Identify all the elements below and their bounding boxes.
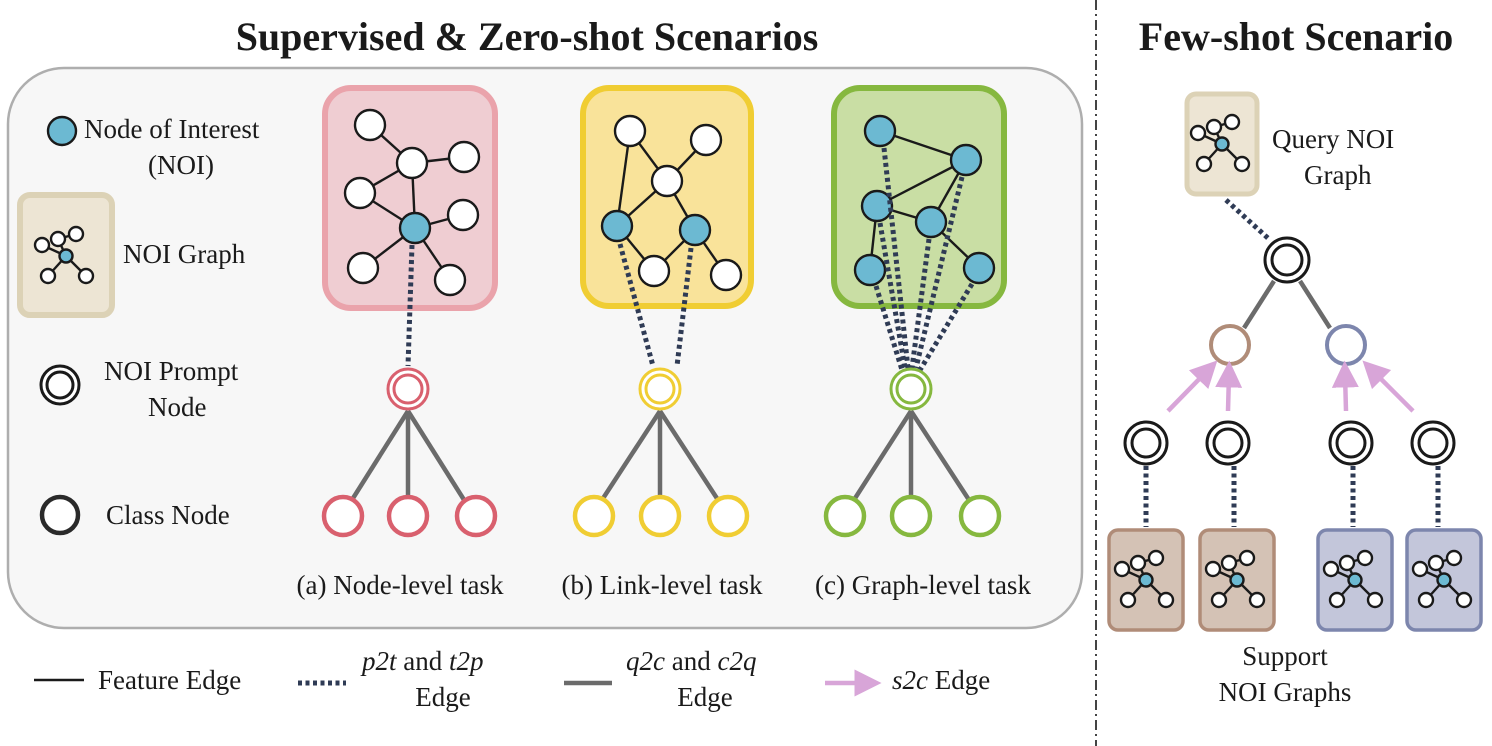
inner-legend: Node of Interest (NOI) NOI Graph NOI Pro… [17, 114, 260, 536]
support-label-line2: NOI Graphs [1219, 677, 1352, 707]
link-level-prompt-node [638, 367, 682, 411]
node-level-class-node [321, 494, 365, 538]
feature-edge-label: Feature Edge [98, 665, 241, 695]
noi-graph-label: NOI Graph [123, 239, 246, 269]
node-level-prompt-node [386, 367, 430, 411]
noi-node-icon [46, 115, 78, 147]
link-level-noi [600, 209, 634, 243]
noi-label-line1: Node of Interest [84, 114, 260, 144]
graph-level-class-node [889, 494, 933, 538]
class-node-icon [39, 494, 81, 536]
prompt-node-icon [39, 364, 81, 406]
query-label-line1: Query NOI [1272, 124, 1394, 154]
link-level-task: (b) Link-level task [562, 85, 763, 600]
query-label-line2: Graph [1304, 160, 1372, 190]
class-node-brown [1209, 324, 1251, 366]
link-level-class-node [638, 494, 682, 538]
support-label-line1: Support [1242, 641, 1328, 671]
edge-legend: Feature Edge p2t and t2p Edge q2c and c2… [34, 646, 990, 712]
node-level-task: (a) Node-level task [297, 85, 504, 600]
link-level-noi [678, 213, 712, 247]
link-level-class-node [706, 494, 750, 538]
node-level-class-node [454, 494, 498, 538]
few-shot-diagram: Query NOI Graph [1107, 91, 1483, 707]
prompt-node-label-line1: NOI Prompt [104, 356, 239, 386]
node-level-class-node [386, 494, 430, 538]
left-section-title: Supervised & Zero-shot Scenarios [236, 14, 819, 59]
right-section-title: Few-shot Scenario [1139, 14, 1453, 59]
noi-label-line2: (NOI) [148, 150, 214, 180]
graph-level-prompt-node [889, 367, 933, 411]
p2t-edge-label: p2t and t2p [360, 646, 484, 676]
graph-level-caption: (c) Graph-level task [815, 570, 1031, 600]
node-level-noi [398, 211, 432, 245]
query-prompt-node [1263, 236, 1311, 284]
graph-level-task: (c) Graph-level task [815, 85, 1031, 600]
support-prompt-node [1410, 420, 1456, 466]
p2t-edge-label-line2: Edge [415, 682, 470, 712]
q2c-edge-label-line2: Edge [677, 682, 732, 712]
support-prompt-node [1328, 420, 1374, 466]
scenario-panel [6, 66, 1084, 630]
class-node-label: Class Node [106, 500, 230, 530]
q2c-edge-label: q2c and c2q [626, 646, 756, 676]
node-level-caption: (a) Node-level task [297, 570, 504, 600]
graph-level-class-node [958, 494, 1002, 538]
link-level-caption: (b) Link-level task [562, 570, 763, 600]
link-level-class-node [572, 494, 616, 538]
support-prompt-node [1205, 420, 1251, 466]
s2c-edge-label: s2c Edge [892, 665, 990, 695]
class-node-slate [1325, 324, 1367, 366]
graph-level-class-node [823, 494, 867, 538]
prompt-node-label-line2: Node [148, 392, 206, 422]
support-prompt-node [1123, 420, 1169, 466]
